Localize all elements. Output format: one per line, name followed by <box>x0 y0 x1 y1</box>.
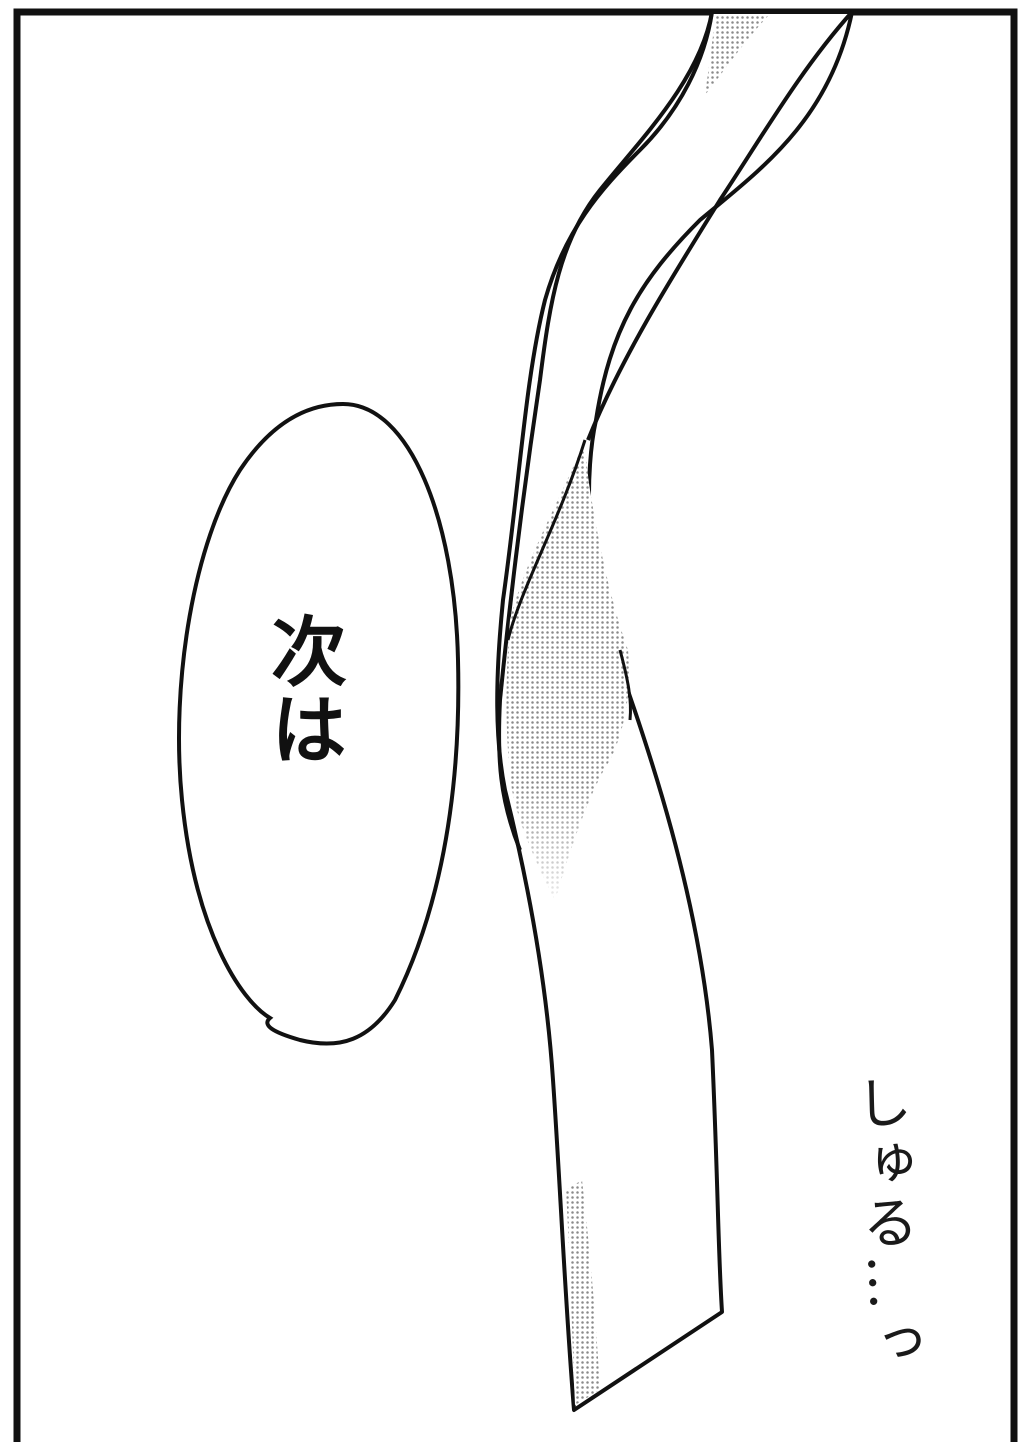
ribbon-back-edge <box>497 11 714 851</box>
ribbon-shadow-twist-fade <box>506 440 630 900</box>
ribbon-crease <box>506 439 587 641</box>
ribbon-crease-inner <box>618 649 632 721</box>
ribbon-shadow-top <box>705 14 770 95</box>
ribbon <box>495 10 854 1412</box>
speech-balloon <box>177 401 461 1046</box>
panel-border <box>13 8 1018 1442</box>
ribbon-shadow-tail <box>566 1180 600 1405</box>
speech-balloon-text: 次は <box>258 612 347 768</box>
ribbon-fold-line <box>586 10 854 441</box>
